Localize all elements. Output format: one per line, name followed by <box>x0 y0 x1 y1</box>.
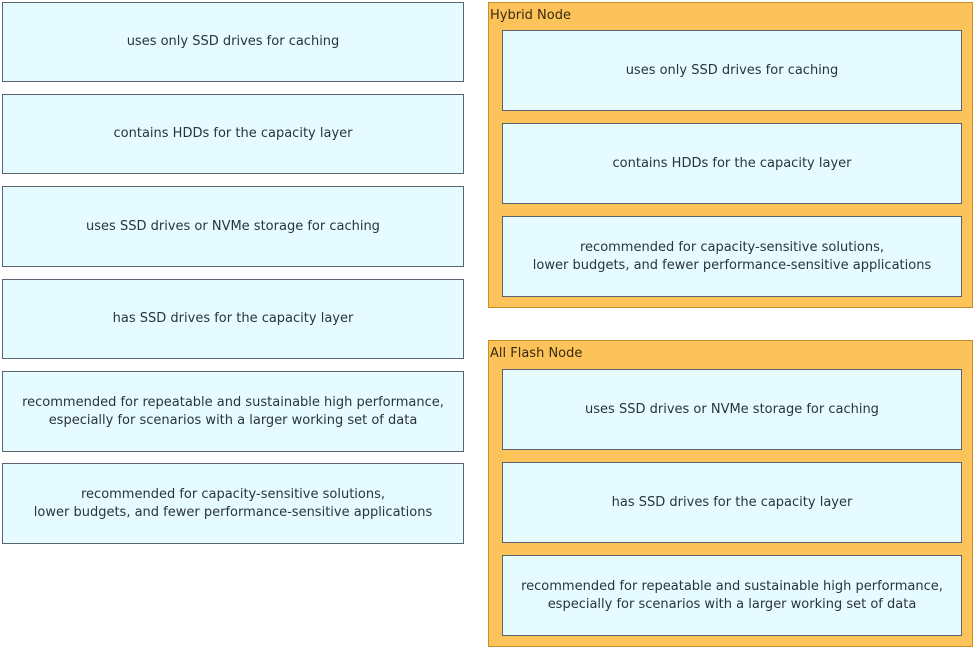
source-item[interactable]: uses SSD drives or NVMe storage for cach… <box>2 186 464 267</box>
panel-title: All Flash Node <box>490 346 583 361</box>
placed-item[interactable]: uses only SSD drives for caching <box>502 30 962 111</box>
placed-item[interactable]: has SSD drives for the capacity layer <box>502 462 962 543</box>
hybrid-node-dropzone[interactable]: Hybrid Node uses only SSD drives for cac… <box>488 2 973 308</box>
placed-item[interactable]: recommended for repeatable and sustainab… <box>502 555 962 636</box>
source-item[interactable]: uses only SSD drives for caching <box>2 2 464 82</box>
placed-item[interactable]: uses SSD drives or NVMe storage for cach… <box>502 369 962 450</box>
panel-title: Hybrid Node <box>490 8 571 23</box>
all-flash-node-dropzone[interactable]: All Flash Node uses SSD drives or NVMe s… <box>488 340 973 647</box>
source-item[interactable]: recommended for capacity-sensitive solut… <box>2 463 464 544</box>
source-item[interactable]: has SSD drives for the capacity layer <box>2 279 464 359</box>
source-item[interactable]: recommended for repeatable and sustainab… <box>2 371 464 452</box>
placed-item[interactable]: contains HDDs for the capacity layer <box>502 123 962 204</box>
source-item[interactable]: contains HDDs for the capacity layer <box>2 94 464 174</box>
placed-item[interactable]: recommended for capacity-sensitive solut… <box>502 216 962 297</box>
